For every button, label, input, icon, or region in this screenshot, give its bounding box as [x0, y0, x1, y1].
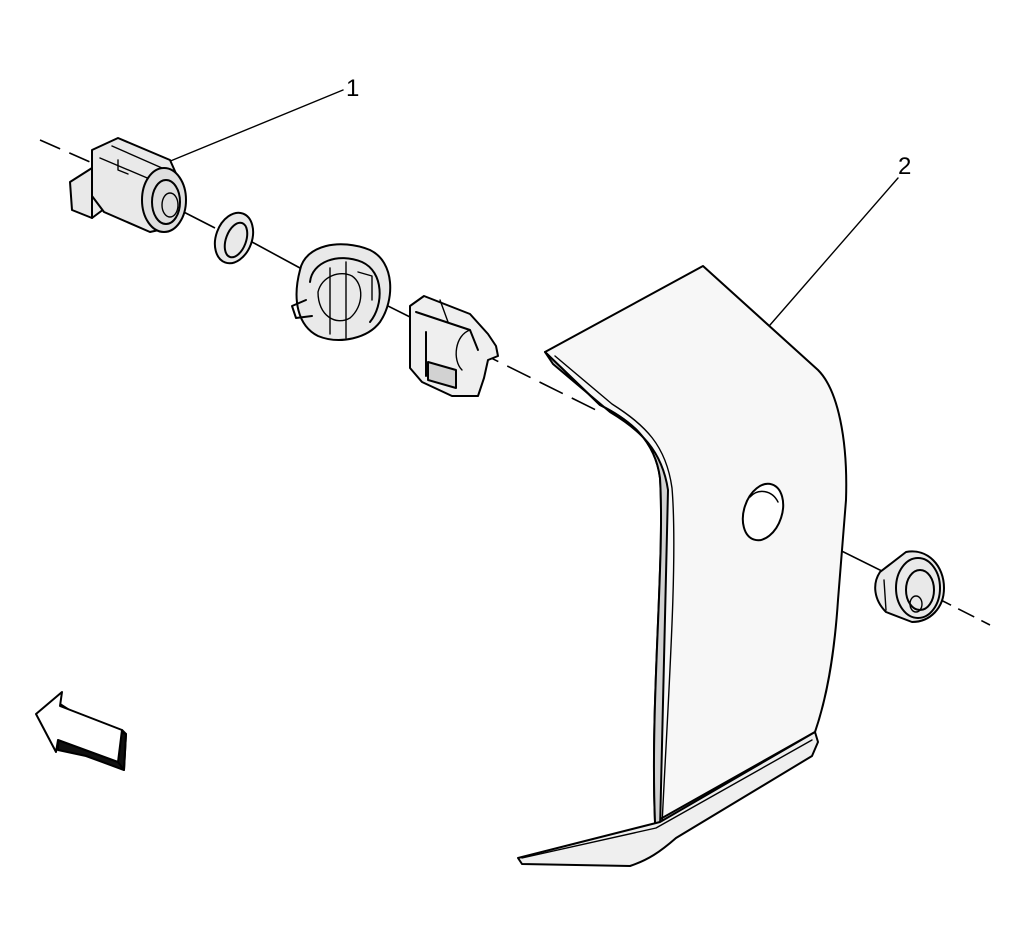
callout-1-label: 1 [346, 75, 359, 102]
forward-arrow-icon [35, 691, 127, 771]
callout-2: 2 [769, 153, 911, 326]
callout-1: 1 [167, 75, 359, 163]
sensor-retainer-part [291, 243, 392, 341]
sensor-bezel-part [874, 550, 945, 623]
callout-2-label: 2 [898, 153, 911, 180]
bumper-bracket-part [517, 265, 848, 867]
bracket-mounting-hole [741, 482, 785, 542]
parking-sensor-part [69, 137, 187, 233]
sensor-bracket-clip [409, 295, 499, 397]
sensor-o-ring [213, 211, 255, 265]
bracket-face [544, 265, 848, 823]
